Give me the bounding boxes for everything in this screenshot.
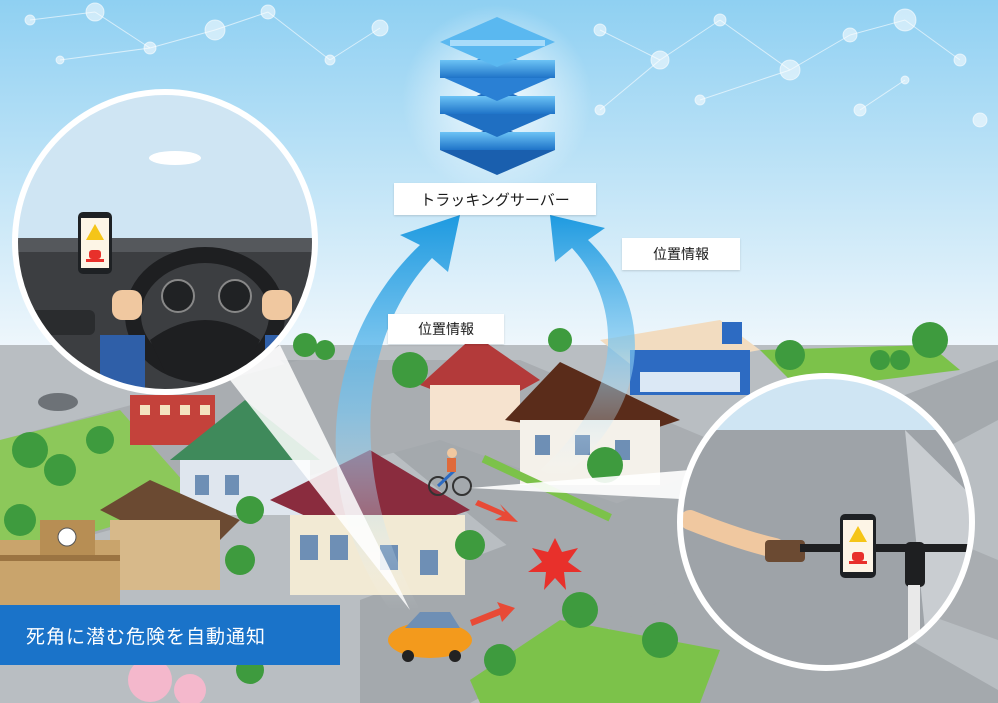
smartphone-alert-icon: [78, 212, 112, 274]
school-building: [0, 520, 120, 610]
convenience-store: [600, 320, 760, 395]
upload-arrow-right: [540, 215, 635, 480]
callout-pointer-left: [230, 345, 410, 610]
collision-burst-icon: [528, 538, 582, 590]
trees: [4, 322, 948, 684]
upload-arrow-left: [335, 215, 460, 610]
cyclist: [428, 448, 472, 496]
house-peach: [420, 335, 540, 430]
position-info-label-right: 位置情報: [622, 238, 740, 270]
right-zoom-circle: [677, 373, 975, 671]
grey-car: [38, 393, 78, 411]
house-brown: [100, 480, 240, 590]
smartphone-alert-icon: [840, 514, 876, 578]
network-pattern: [24, 2, 988, 128]
left-zoom-circle: [12, 89, 318, 395]
motion-arrow-cyclist: [475, 500, 518, 522]
caption-banner: 死角に潜む危険を自動通知: [0, 605, 340, 665]
orange-car: [388, 612, 472, 662]
tracking-server-label: トラッキングサーバー: [394, 183, 596, 215]
motion-arrow-car: [470, 602, 515, 626]
car-interior-view: [15, 92, 315, 392]
callout-pointer-right: [470, 470, 700, 500]
server-stack-icon: [402, 5, 592, 195]
position-info-label-left: 位置情報: [388, 314, 504, 344]
